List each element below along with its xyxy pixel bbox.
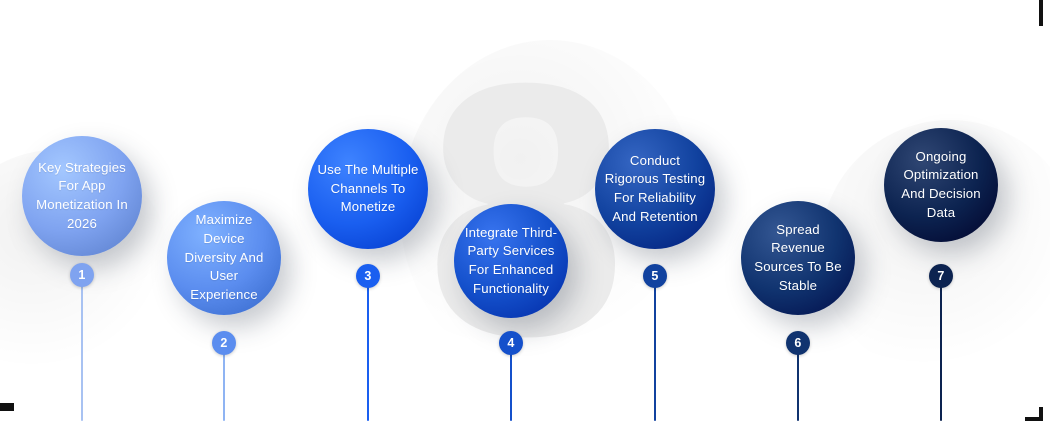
- step-bubble[interactable]: Spread Revenue Sources To Be Stable: [741, 201, 855, 315]
- step-bubble[interactable]: Use The Multiple Channels To Monetize: [308, 129, 428, 249]
- step-number: 3: [364, 269, 372, 283]
- step-number: 1: [78, 268, 86, 282]
- step-number-badge[interactable]: 6: [786, 331, 810, 355]
- step-label: Conduct Rigorous Testing For Reliability…: [604, 152, 706, 224]
- step-number: 2: [220, 336, 228, 350]
- crop-mark-bottom-left: [0, 403, 14, 411]
- step-number: 6: [794, 336, 802, 350]
- step-bubble[interactable]: Integrate Third-Party Services For Enhan…: [454, 204, 568, 318]
- connector-stem: [939, 276, 943, 421]
- step-bubble[interactable]: Key Strategies For App Monetization In 2…: [22, 136, 142, 256]
- step-label: Ongoing Optimization And Decision Data: [901, 148, 981, 220]
- step-number-badge[interactable]: 7: [929, 264, 953, 288]
- step-number: 5: [651, 269, 659, 283]
- step-label: Key Strategies For App Monetization In 2…: [36, 159, 128, 231]
- step-number-badge[interactable]: 4: [499, 331, 523, 355]
- crop-mark-bottom-right-h: [1025, 417, 1043, 421]
- step-number-badge[interactable]: 5: [643, 264, 667, 288]
- connector-stem: [80, 275, 84, 421]
- step-bubble[interactable]: Conduct Rigorous Testing For Reliability…: [595, 129, 715, 249]
- step-number: 7: [937, 269, 945, 283]
- step-label: Integrate Third-Party Services For Enhan…: [464, 224, 558, 296]
- step-number-badge[interactable]: 2: [212, 331, 236, 355]
- connector-stem: [653, 276, 657, 421]
- step-number: 4: [507, 336, 515, 350]
- step-number-badge[interactable]: 3: [356, 264, 380, 288]
- step-number-badge[interactable]: 1: [70, 263, 94, 287]
- step-bubble[interactable]: Ongoing Optimization And Decision Data: [884, 128, 998, 242]
- step-bubble[interactable]: Maximize Device Diversity And User Exper…: [167, 201, 281, 315]
- step-label: Maximize Device Diversity And User Exper…: [184, 212, 264, 303]
- crop-mark-bottom-right-v: [1039, 407, 1043, 421]
- crop-mark-top-right: [1039, 0, 1043, 26]
- connector-stem: [366, 276, 370, 421]
- step-label: Spread Revenue Sources To Be Stable: [754, 221, 842, 293]
- step-label: Use The Multiple Channels To Monetize: [317, 161, 419, 215]
